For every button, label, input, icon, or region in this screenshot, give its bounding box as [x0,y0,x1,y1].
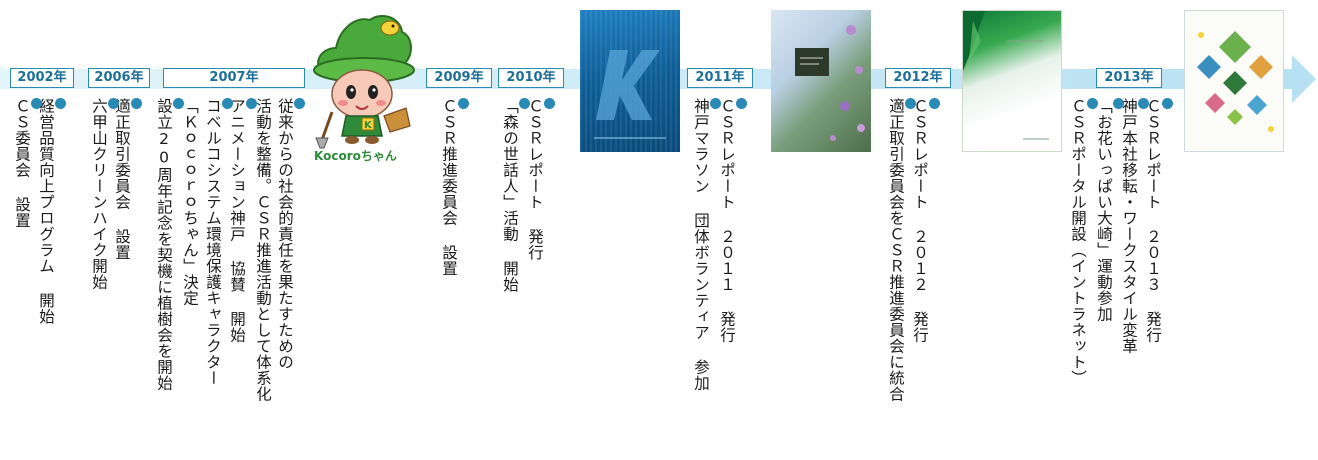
year-label-2002: 2002年 [10,68,74,88]
event-2009-csr-committee: ＣＳＲ推進委員会 設置 [440,98,469,277]
event-2010-forest-caretaker: 「森の世話人」活動 開始 [501,98,530,293]
event-2011-csr-report: ＣＳＲレポート ２０１１ 発行 [718,98,747,343]
event-2006-fair-trade-committee: 適正取引委員会 設置 [113,98,142,261]
timeline-arrow-head [1292,55,1316,103]
event-2012-csr-report: ＣＳＲレポート ２０１２ 発行 [911,98,940,343]
event-2002-cs-committee: ＣＳ委員会 設置 [13,98,42,229]
csr-report-2011-cover [771,10,871,152]
event-2013-csr-report: ＣＳＲレポート ２０１３ 発行 [1144,98,1173,343]
event-2010-csr-report: ＣＳＲレポート 発行 [526,98,555,261]
event-2007-csr-line2: 活動を整備。ＣＳＲ推進活動として体系化 [254,98,272,402]
year-label-2007: 2007年 [163,68,305,88]
event-2013-csr-portal: ＣＳＲポータル開設（イントラネット） [1069,98,1098,386]
event-2007-tree-planting: 設立20周年記念を契機に植樹会を開始 [155,98,184,391]
csr-report-2010-cover [580,10,680,152]
year-label-2013: 2013年 [1096,68,1162,88]
svg-text:K: K [364,120,373,131]
event-2007-animation-kobe: アニメーション神戸 協賛 開始 [228,98,257,343]
year-label-2010: 2010年 [498,68,564,88]
event-2012-committee-merge: 適正取引委員会をＣＳＲ推進委員会に統合 [887,98,916,402]
year-label-2011: 2011年 [687,68,753,88]
event-2002-quality-program: 経営品質向上プログラム 開始 [37,98,66,325]
year-label-2012: 2012年 [885,68,951,88]
event-2013-flower-campaign: 「お花いっぱい大崎」運動参加 [1095,98,1124,322]
event-2006-clean-hike: 六甲山クリーンハイク開始 [90,98,119,290]
year-label-2009: 2009年 [426,68,492,88]
event-2011-kobe-marathon: 神戸マラソン 団体ボランティア 参加 [692,98,721,391]
year-label-2006: 2006年 [88,68,150,88]
event-2007-csr-line1: 従来からの社会的責任を果たすための [276,98,305,370]
csr-report-2013-cover [1184,10,1284,152]
mascot-illustration: K Kocoroちゃん [310,8,418,166]
csr-report-2012-cover [962,10,1062,152]
svg-text:Kocoroちゃん: Kocoroちゃん [314,149,397,163]
event-2007-kocoro-line1: コベルコシステム環境保護キャラクター [204,98,233,386]
event-2007-kocoro-line2: 「Ｋｏｃｏｒｏちゃん」決定 [181,98,199,306]
event-2013-hq-relocation: 神戸本社移転・ワークスタイル変革 [1120,98,1149,354]
